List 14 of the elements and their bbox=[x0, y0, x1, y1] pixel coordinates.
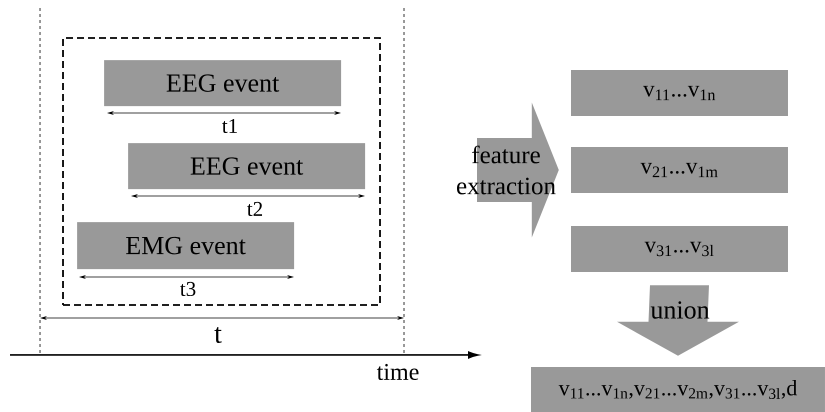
feature-box: v$_{11}$...v$_{1n}$ bbox=[571, 70, 788, 116]
block-arrow bbox=[477, 102, 559, 238]
dimension-label: t1 bbox=[222, 118, 237, 134]
event-box: EEG event bbox=[128, 143, 366, 190]
dimension-label: t bbox=[214, 326, 222, 343]
feature-box: v$_{21}$...v$_{1m}$ bbox=[571, 147, 788, 193]
event-box: EMG event bbox=[77, 222, 294, 270]
block-arrow bbox=[617, 285, 739, 356]
window-box bbox=[62, 37, 381, 306]
feature-box: v$_{11}$...v$_{1n}$,v$_{21}$...v$_{2m}$,v$_{31}$...v$_{3l}$,d bbox=[531, 366, 825, 412]
event-box: EEG event bbox=[104, 60, 342, 106]
axis-label: time bbox=[376, 364, 418, 380]
dimension-label: t2 bbox=[247, 202, 262, 216]
feature-box: v$_{31}$...v$_{3l}$ bbox=[571, 226, 788, 272]
